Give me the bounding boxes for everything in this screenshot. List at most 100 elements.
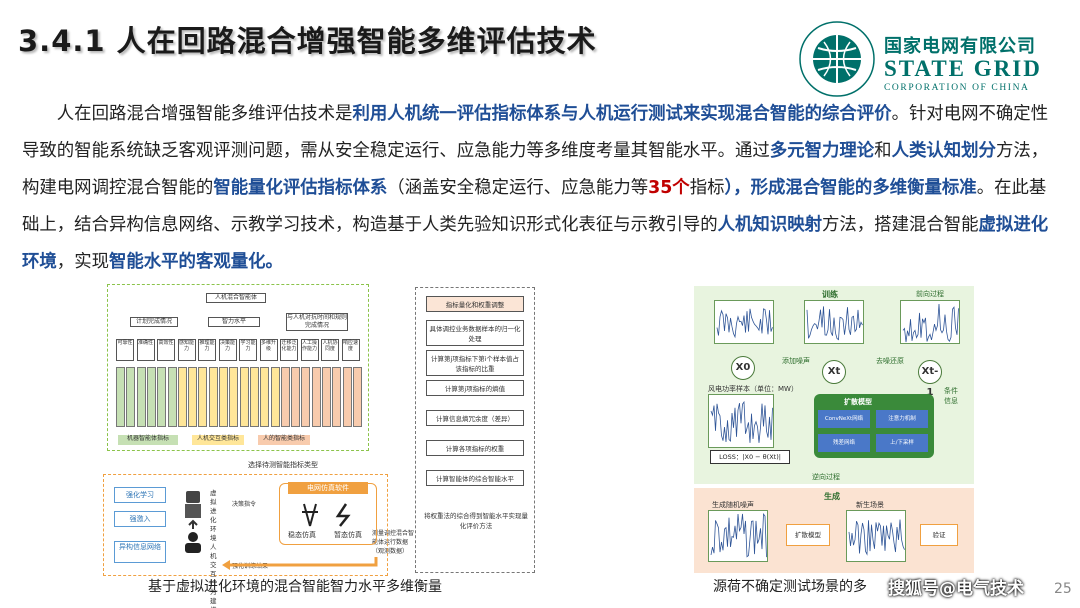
legend-human: 人的智能类指标: [258, 435, 310, 445]
train-label: 训练: [822, 290, 838, 299]
logo-en-text: STATE GRID: [884, 56, 1042, 81]
forward-label: 前向过程: [916, 290, 944, 298]
leaf-column: [188, 367, 198, 427]
sim-box: 电网仿真软件 稳态仿真 暂态仿真: [279, 482, 377, 545]
indicator-hierarchy-diagram: 人机混合智能体 计划完成情况 智力水平 与人机对抗时间和规则完成情况 可靠性准确…: [107, 284, 369, 451]
sim-title: 电网仿真软件: [288, 482, 368, 494]
gen-in: 生成随机噪声: [712, 501, 754, 509]
leaf-column: [352, 367, 362, 427]
flow-out: 将权重法的综合得到智能水平实现量化评价方法: [424, 512, 528, 530]
model-title: 扩散模型: [844, 398, 872, 406]
sparkline: [902, 303, 959, 343]
robot-text: 虚拟进化环境人机交互行为建模: [210, 489, 217, 608]
flow-step: 计算信息熵冗余度（差异）: [426, 410, 524, 426]
intro-paragraph: 人在回路混合增强智能多维评估技术是利用人机统一评估指标体系与人机运行测试来实现混…: [22, 104, 1049, 272]
flow-title: 指标量化和权重调整: [426, 296, 524, 312]
denoise-label: 去噪还原: [876, 357, 904, 365]
logo-sub-text: CORPORATION OF CHINA: [884, 83, 1030, 93]
watermark: 搜狐号@电气技术: [888, 579, 1024, 599]
l3-node: 人机协同度: [321, 339, 339, 361]
l3-node: 迁移泛化能力: [280, 339, 298, 361]
sparkline: [710, 513, 767, 558]
legend-machine: 机器智能体指标: [118, 435, 178, 445]
leaf-column: [146, 367, 156, 427]
page-title: 3.4.1 人在回路混合增强智能多维评估技术: [18, 24, 597, 58]
plot-5: [708, 510, 768, 562]
leaf-column: [126, 367, 136, 427]
generation-diagram: 生成 生成随机噪声 扩散模型 新生场景 验证: [694, 488, 974, 573]
l2-node-3: 与人机对抗时间和规则完成情况: [286, 313, 348, 331]
leaf-column: [301, 367, 311, 427]
l3-node: 多维升级: [259, 339, 278, 361]
l3-node: 感知能力: [177, 339, 196, 361]
sim-transient: 暂态仿真: [334, 531, 362, 539]
model-item-4: 上/下采样: [876, 434, 928, 452]
flow-step: 计算各项指标的权重: [426, 440, 524, 456]
leaf-column: [239, 367, 249, 427]
sparkline: [716, 308, 773, 339]
leaf-column: [249, 367, 259, 427]
btn-hetero: 异构信息网络: [114, 541, 166, 563]
leaf-column: [219, 367, 228, 427]
sim-steady: 稳态仿真: [288, 531, 316, 539]
plot-6: [846, 510, 906, 562]
robot-human-icon: [185, 491, 201, 553]
flow-step: 计算第j项指标的熵值: [426, 380, 524, 396]
plot-1: [714, 300, 774, 344]
gen-verify: 验证: [920, 524, 958, 546]
flow-step: 计算第j项指标下第i个样本值占该指标的比重: [426, 350, 524, 376]
sparkline: [806, 306, 863, 341]
btn-strong: 强激入: [114, 511, 166, 527]
leaf-column: [311, 367, 321, 427]
model-item-1: ConvNeXt网络: [818, 410, 870, 428]
plot-2: [804, 300, 864, 344]
legend-interaction: 人机交互类指标: [192, 435, 244, 445]
l3-node: 可靠性: [116, 339, 134, 361]
gen-model: 扩散模型: [786, 524, 830, 546]
leaf-column: [198, 367, 208, 427]
leaf-column: [280, 367, 290, 427]
arrow-note: 决策指令: [232, 501, 257, 508]
plot-3: [900, 300, 960, 344]
model-box: 扩散模型 ConvNeXt网络 注意力机制 残差网络 上/下采样: [814, 394, 934, 458]
l2-node-1: 计划完成情况: [130, 317, 178, 327]
logo-cn-text: 国家电网有限公司: [884, 36, 1036, 57]
flow-step: 具体调控业务数据样本的归一化处理: [426, 320, 524, 346]
node-xt1: Xt-1: [918, 360, 942, 398]
sim-icons: [302, 503, 351, 527]
leaf-column: [208, 367, 218, 427]
cond-label: 条件信息: [944, 387, 958, 405]
leaf-column: [270, 367, 280, 427]
caption-right: 源荷不确定测试场景的多: [713, 579, 867, 595]
diffusion-model-diagram: 训练 前向过程 X0 Xt Xt-1 添加噪声 去噪还原 风电功率样本（单位：M…: [694, 286, 974, 484]
caption-left: 基于虚拟进化环境的混合智能智力水平多维衡量: [148, 579, 442, 595]
leaf-column: [229, 367, 239, 427]
l2-node-2: 智力水平: [208, 317, 260, 327]
node-x0: X0: [731, 356, 755, 380]
company-logo: 国家电网有限公司 STATE GRID CORPORATION OF CHINA: [798, 20, 1068, 98]
select-note: 选择待测智能指标类型: [248, 461, 318, 469]
l3-node: 推理能力: [198, 339, 216, 361]
sparkline: [710, 400, 773, 443]
leaf-column: [116, 367, 125, 427]
sparkline: [848, 519, 905, 556]
l3-node: 决策能力: [218, 339, 237, 361]
l3-node: 响应速度: [341, 339, 360, 361]
hist-label: 风电功率样本（单位：MW）: [708, 385, 798, 393]
l3-node: 高效性: [157, 339, 175, 361]
model-item-2: 注意力机制: [876, 410, 928, 428]
node-xt: Xt: [822, 360, 846, 384]
model-item-3: 残差网络: [818, 434, 870, 452]
loss-label: LOSS：|X0 − θ(Xt)|: [710, 450, 790, 464]
btn-rl: 强化学习: [114, 487, 166, 503]
leaf-column: [322, 367, 331, 427]
leaf-column: [177, 367, 187, 427]
plot-4: [708, 394, 774, 448]
reverse-label: 逆向过程: [812, 473, 840, 481]
l3-node: 准确性: [136, 339, 155, 361]
l3-node: 学习能力: [239, 339, 257, 361]
leaf-column: [291, 367, 301, 427]
root-node: 人机混合智能体: [206, 293, 266, 303]
leaf-column: [332, 367, 342, 427]
gen-label: 生成: [824, 492, 840, 501]
